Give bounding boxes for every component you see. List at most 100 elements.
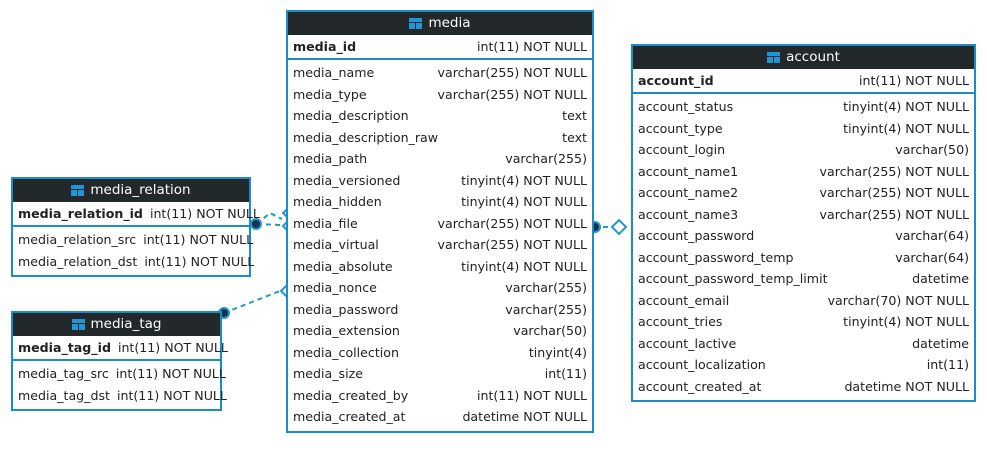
column-type: int(11) NOT NULL [859, 73, 969, 88]
column-type: tinyint(4) NOT NULL [843, 314, 969, 329]
column-type: int(11) NOT NULL [149, 206, 260, 221]
column-type: text [562, 108, 587, 123]
column-type: varchar(70) NOT NULL [827, 292, 969, 308]
entity-title-media: media [428, 15, 471, 31]
entity-table-account[interactable]: account account_id int(11) NOT NULL acco… [631, 44, 976, 402]
column-name: media_virtual [293, 237, 379, 252]
column-type: datetime [912, 271, 969, 286]
column-name: account_id [638, 73, 714, 88]
entity-table-media[interactable]: media media_id int(11) NOT NULL media_na… [286, 10, 594, 433]
column-type: varchar(255) NOT NULL [437, 65, 587, 80]
table-row: media_size int(11) [288, 363, 592, 385]
column-type: varchar(255) NOT NULL [437, 237, 587, 252]
column-type: int(11) NOT NULL [143, 232, 254, 247]
column-name: account_name3 [638, 206, 739, 222]
column-name: media_description_raw [293, 129, 439, 145]
column-name: media_extension [293, 323, 400, 338]
relationship-line-media_tag-media [223, 290, 281, 314]
column-name: account_localization [638, 357, 766, 372]
table-row: media_relation_dst int(11) NOT NULL [13, 251, 254, 273]
column-type: datetime [912, 335, 969, 351]
column-name: media_nonce [293, 280, 377, 295]
column-type: int(11) NOT NULL [116, 387, 227, 403]
column-name: account_name2 [638, 185, 739, 200]
column-name: account_name1 [638, 163, 739, 179]
column-name: media_id [293, 39, 357, 54]
entity-header-media: media [288, 12, 592, 35]
table-row: media_path varchar(255) [288, 148, 592, 170]
entity-primary-key-media_tag: media_tag_id int(11) NOT NULL [13, 336, 228, 361]
table-row: account_password_temp_limit datetime [633, 268, 974, 290]
entity-table-media_relation[interactable]: media_relation media_relation_id int(11)… [11, 177, 260, 277]
entity-header-account: account [633, 46, 974, 69]
column-type: varchar(50) [895, 142, 969, 157]
entity-title-media_relation: media_relation [90, 182, 191, 198]
table-row: media_description text [288, 105, 592, 127]
column-name: media_created_by [293, 387, 409, 403]
entity-header-media_tag: media_tag [13, 313, 220, 336]
column-name: media_type [293, 86, 367, 102]
table-row: account_name3 varchar(255) NOT NULL [633, 204, 974, 226]
column-name: account_password_temp [638, 249, 794, 265]
column-type: int(11) NOT NULL [477, 39, 587, 54]
table-row: media_versioned tinyint(4) NOT NULL [288, 170, 592, 192]
table-row: account_id int(11) NOT NULL [633, 69, 974, 92]
column-name: media_versioned [293, 172, 401, 188]
table-row: account_created_at datetime NOT NULL [633, 376, 974, 398]
table-row: media_nonce varchar(255) [288, 277, 592, 299]
table-icon [409, 18, 423, 29]
column-name: account_type [638, 120, 723, 136]
column-name: account_created_at [638, 378, 762, 394]
column-name: account_tries [638, 314, 723, 329]
entity-header-media_relation: media_relation [13, 179, 249, 202]
column-type: int(11) NOT NULL [144, 253, 255, 269]
entity-title-account: account [786, 49, 840, 65]
table-row: media_collection tinyint(4) [288, 342, 592, 364]
entity-primary-key-account: account_id int(11) NOT NULL [633, 69, 974, 94]
table-row: account_tries tinyint(4) NOT NULL [633, 311, 974, 333]
column-type: varchar(255) NOT NULL [819, 206, 969, 222]
column-type: tinyint(4) [528, 344, 587, 360]
entity-primary-key-media: media_id int(11) NOT NULL [288, 35, 592, 60]
table-row: media_tag_id int(11) NOT NULL [13, 336, 228, 359]
relationship-line-media_relation-media-2 [256, 223, 282, 226]
column-name: media_collection [293, 344, 399, 360]
column-type: tinyint(4) NOT NULL [461, 172, 587, 188]
column-name: media_size [293, 366, 363, 381]
column-name: media_relation_dst [18, 253, 138, 269]
column-name: media_absolute [293, 258, 393, 274]
column-name: media_file [293, 215, 358, 231]
column-name: media_hidden [293, 194, 382, 209]
column-type: int(11) [544, 366, 587, 381]
column-type: varchar(255) [505, 151, 587, 166]
table-row: media_relation_id int(11) NOT NULL [13, 202, 260, 225]
column-name: media_path [293, 151, 368, 166]
column-name: account_password_temp_limit [638, 271, 828, 286]
table-icon [71, 185, 85, 196]
column-name: media_tag_dst [18, 387, 110, 403]
column-type: int(11) NOT NULL [477, 387, 587, 403]
column-type: varchar(255) NOT NULL [437, 86, 587, 102]
column-type: varchar(64) [895, 249, 969, 265]
column-name: media_description [293, 108, 409, 123]
table-row: media_created_by int(11) NOT NULL [288, 385, 592, 407]
column-type: varchar(255) [505, 280, 587, 295]
entity-table-media_tag[interactable]: media_tag media_tag_id int(11) NOT NULL … [11, 311, 228, 411]
table-icon [767, 52, 781, 63]
column-name: media_created_at [293, 409, 406, 424]
column-type: datetime NOT NULL [844, 378, 969, 394]
